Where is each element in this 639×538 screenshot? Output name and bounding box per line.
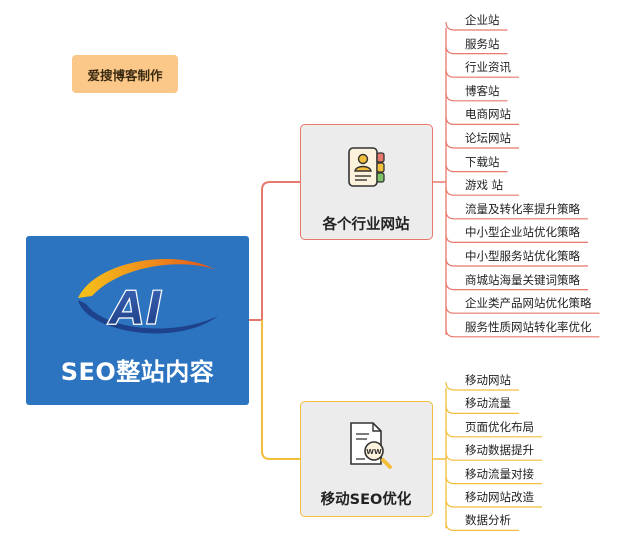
- connector-line: [445, 187, 519, 196]
- leaf-item: 服务站: [465, 36, 500, 51]
- connector-line: [445, 210, 588, 220]
- leaf-item: 移动流量对接: [465, 466, 534, 481]
- leaf-item: 数据分析: [465, 513, 511, 528]
- connector-line: [261, 320, 300, 460]
- logo-letters: AI: [107, 281, 163, 335]
- svg-text:WW: WW: [366, 448, 382, 456]
- connector-line: [261, 181, 300, 320]
- branch-label: 移动SEO优化: [320, 492, 412, 508]
- leaf-item: 电商网站: [465, 107, 511, 122]
- leaf-item: 游戏 站: [465, 178, 504, 193]
- connector-line: [445, 21, 508, 31]
- connector-line: [445, 498, 542, 508]
- connector-line: [445, 305, 600, 314]
- connector-line: [445, 92, 508, 102]
- leaf-item: 行业资讯: [465, 60, 511, 75]
- leaf-item: 服务性质网站转化率优化: [465, 319, 592, 334]
- central-topic: AI: [26, 236, 249, 405]
- connector-line: [445, 281, 588, 291]
- connector-line: [445, 45, 508, 55]
- contact-card-icon: [348, 147, 385, 187]
- leaf-item: 页面优化布局: [465, 419, 534, 434]
- leaf-item: 企业站: [465, 13, 500, 27]
- www-magnifier-icon: WW: [350, 422, 392, 469]
- connector-line: [445, 452, 542, 461]
- leaf-item: 流量及转化率提升策略: [465, 201, 580, 216]
- connector-line: [445, 234, 588, 243]
- connector-line: [445, 405, 519, 414]
- author-tag: 爱搜博客制作: [72, 55, 178, 93]
- leaf-item: 移动网站改造: [465, 490, 534, 504]
- leaf-item: 博客站: [465, 83, 500, 98]
- branch-industry-sites: 各个行业网站: [300, 124, 433, 240]
- leaf-item: 移动网站: [465, 373, 511, 387]
- leaf-item: 商城站海量关键词策略: [465, 272, 580, 287]
- connector-line: [445, 257, 588, 267]
- central-title: SEO整站内容: [60, 358, 215, 386]
- connector-line: [445, 328, 600, 338]
- leaf-item: 下载站: [465, 154, 500, 169]
- connector-line: [445, 139, 519, 149]
- leaf-item: 中小型服务站优化策略: [465, 249, 580, 263]
- connector-line: [445, 428, 542, 438]
- branch-mobile-seo: WW 移动SEO优化: [300, 401, 433, 517]
- leaf-item: 中小型企业站优化策略: [465, 225, 580, 240]
- branch-label: 各个行业网站: [322, 217, 410, 233]
- connector-line: [445, 522, 519, 531]
- author-tag-label: 爱搜博客制作: [87, 67, 163, 83]
- leaf-item: 企业类产品网站优化策略: [465, 296, 592, 311]
- connector-line: [445, 69, 519, 78]
- leaf-item: 移动数据提升: [465, 443, 534, 458]
- connector-line: [445, 163, 508, 173]
- leaf-item: 移动流量: [465, 396, 511, 411]
- leaf-item: 论坛网站: [465, 131, 511, 145]
- connector-line: [445, 381, 519, 391]
- ai-logo-icon: AI: [78, 259, 218, 336]
- connector-line: [445, 116, 519, 125]
- connector-line: [445, 475, 542, 485]
